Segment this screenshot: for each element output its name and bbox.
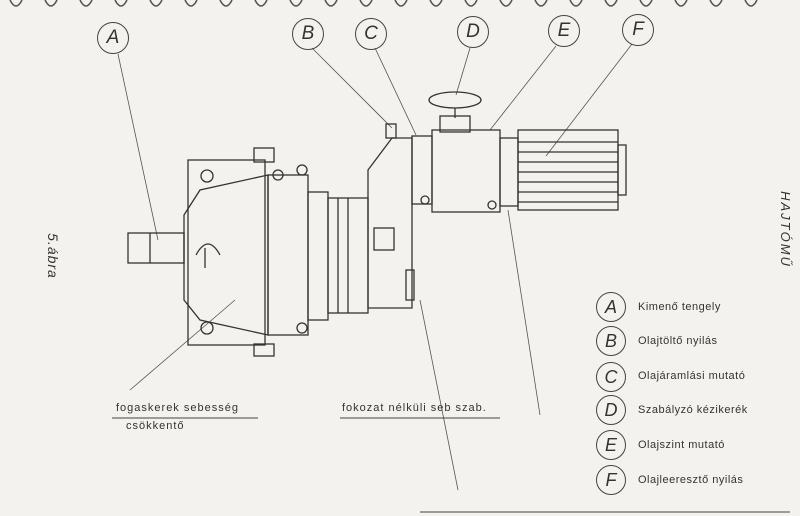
legend-letter-a: A	[596, 292, 626, 322]
legend-text-c: Olajáramlási mutató	[638, 370, 746, 382]
variator-housing	[367, 123, 433, 309]
legend-text-a: Kimenő tengely	[638, 301, 721, 313]
callout-e: E	[548, 15, 580, 47]
callout-a: A	[97, 22, 129, 54]
output-shaft	[127, 232, 185, 264]
drawing-title: HAJTÓMŰ	[777, 191, 793, 268]
legend-letter-e: E	[596, 430, 626, 460]
gear-reducer-caption-line2: csökkentő	[126, 420, 185, 432]
legend-text-f: Olajleeresztő nyilás	[638, 474, 744, 486]
callout-f: F	[622, 14, 654, 46]
callout-b: B	[292, 18, 324, 50]
gear-reducer-housing	[183, 164, 369, 336]
gearbox-base	[187, 147, 275, 357]
leader-lines	[117, 43, 633, 491]
electric-motor	[499, 129, 627, 211]
figure-label: 5.ábra	[44, 233, 61, 279]
stepless-variator-caption: fokozat nélküli seb szab.	[342, 402, 487, 414]
legend-text-e: Olajszint mutató	[638, 439, 725, 451]
binder-rings	[9, 0, 758, 7]
legend-letter-f: F	[596, 465, 626, 495]
gear-reducer-caption-line1: fogaskerek sebesség	[116, 402, 239, 414]
control-housing	[420, 91, 501, 213]
legend-text-d: Szabályzó kézikerék	[638, 404, 748, 416]
caption-underlines	[112, 417, 790, 513]
callout-d: D	[457, 16, 489, 48]
legend-text-b: Olajtöltő nyilás	[638, 335, 718, 347]
legend-letter-d: D	[596, 395, 626, 425]
legend-letter-c: C	[596, 362, 626, 392]
legend-letter-b: B	[596, 326, 626, 356]
callout-c: C	[355, 18, 387, 50]
